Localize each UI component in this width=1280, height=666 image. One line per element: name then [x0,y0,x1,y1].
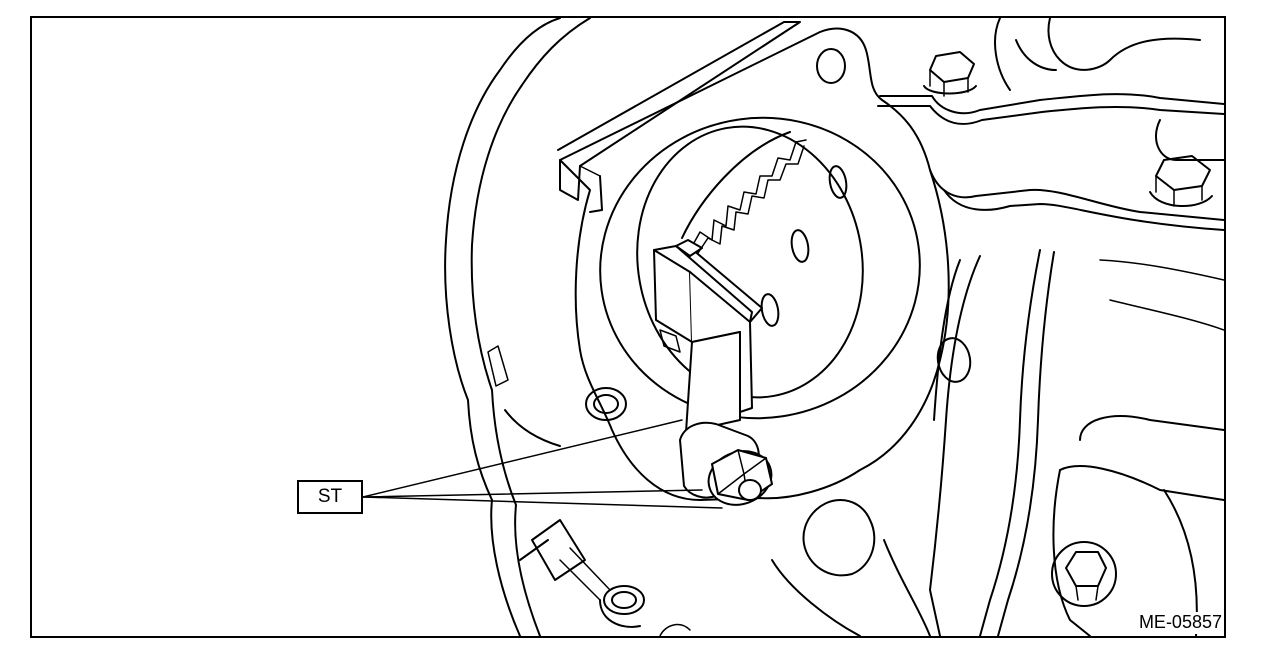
special-tool-st [653,239,773,506]
flange-plate [557,21,950,501]
bolt-top [923,51,977,97]
figure-code-label: ME-05857 [1118,612,1222,634]
bolt-bottom [1051,541,1117,607]
bolt-right [1149,155,1213,208]
flywheel-opening [599,116,921,420]
housing-outline [444,18,691,636]
callout-leader-lines [362,419,723,509]
engine-block [771,18,1224,636]
st-callout-label: ST [297,480,363,514]
